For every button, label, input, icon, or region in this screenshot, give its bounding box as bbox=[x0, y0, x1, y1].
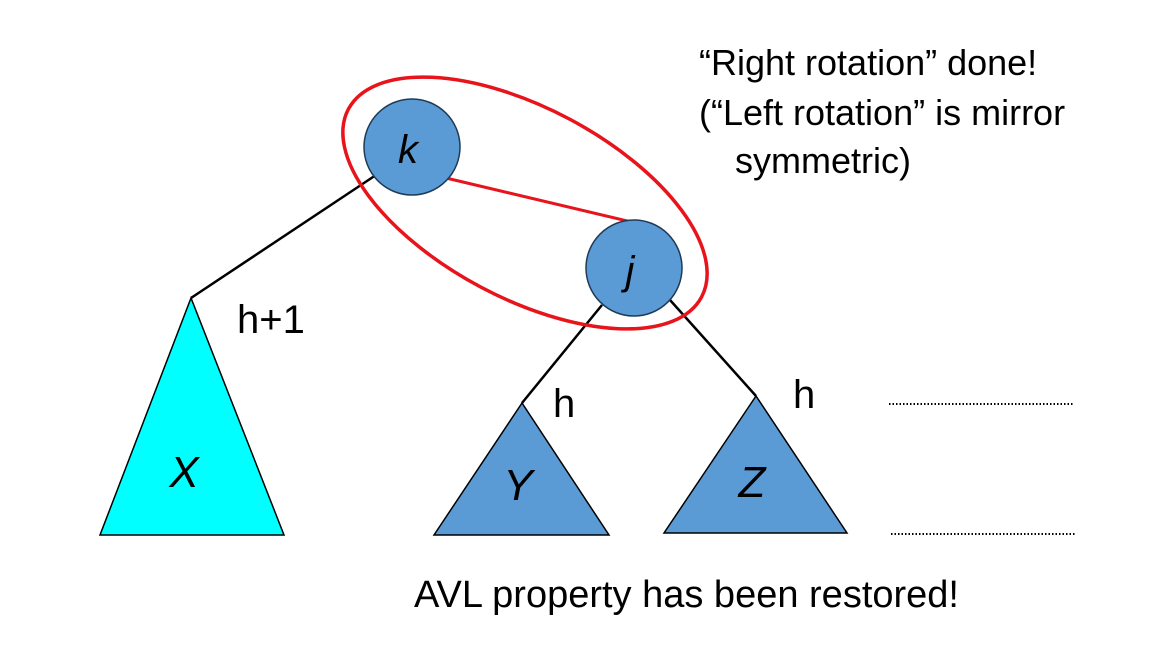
subtree-z-triangle bbox=[662, 394, 849, 534]
note-line-2: (“Left rotation” is mirror bbox=[699, 92, 1065, 133]
height-z-label: h bbox=[793, 373, 815, 417]
edge-k-to-x bbox=[190, 173, 377, 300]
height-x-label: h+1 bbox=[237, 298, 305, 342]
subtree-z-label: Z bbox=[738, 458, 768, 507]
node-k-label: k bbox=[398, 128, 420, 172]
node-k bbox=[363, 98, 461, 196]
subtree-x-triangle bbox=[98, 295, 286, 536]
note-line-1: “Right rotation” done! bbox=[699, 42, 1037, 83]
caption-text: AVL property has been restored! bbox=[414, 574, 959, 616]
node-j bbox=[585, 219, 683, 317]
edge-j-to-y bbox=[521, 304, 603, 404]
rotation-highlight-ellipse bbox=[341, 75, 709, 331]
height-y-label: h bbox=[553, 382, 575, 426]
subtree-y-triangle bbox=[432, 401, 611, 536]
note-line-3: symmetric) bbox=[735, 140, 911, 181]
subtree-x-label: X bbox=[168, 448, 200, 497]
subtree-y-label: Y bbox=[503, 461, 535, 510]
rotated-edge-k-j bbox=[445, 176, 637, 225]
